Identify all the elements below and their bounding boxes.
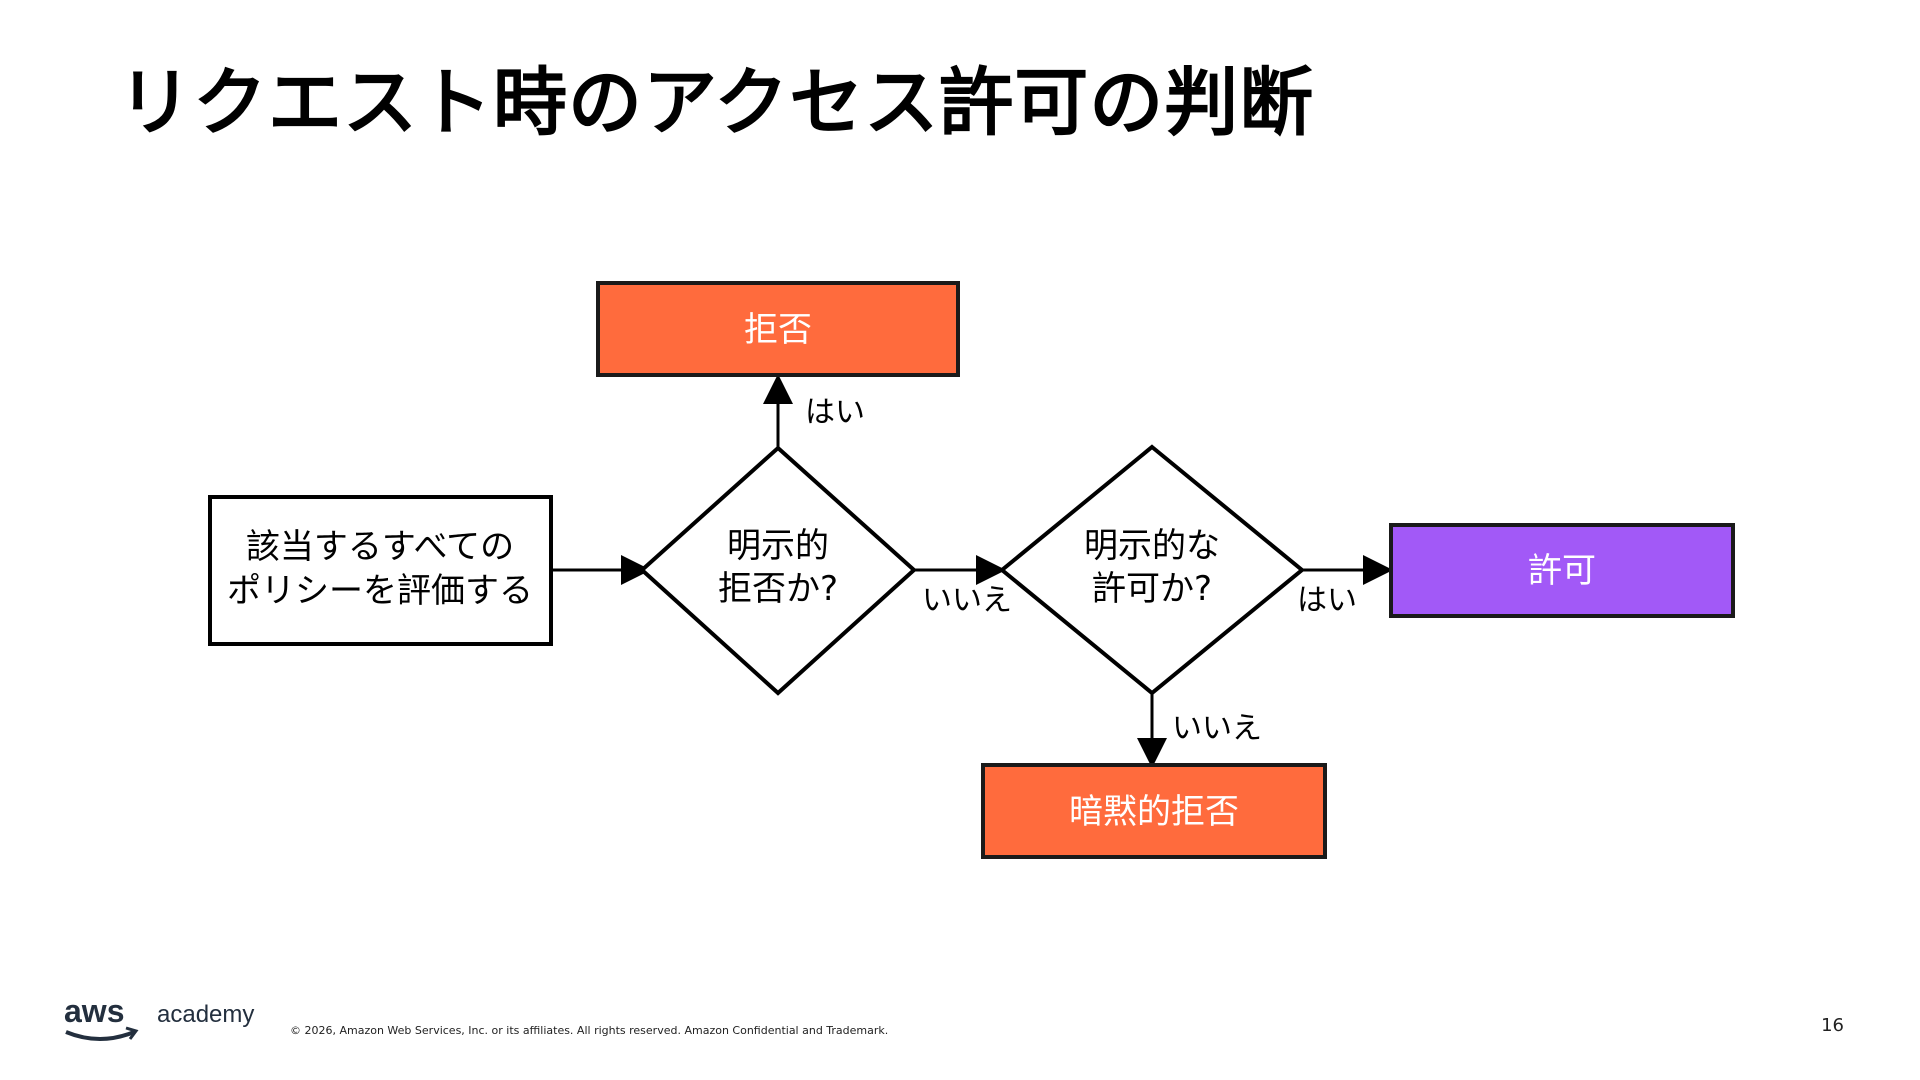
deny-box-label: 拒否 xyxy=(744,310,812,350)
edge-label-no-allow: いいえ xyxy=(1172,711,1262,746)
edge-label-no-deny: いいえ xyxy=(922,583,1012,618)
aws-smile-icon xyxy=(65,1030,135,1041)
decision-allow-line1: 明示的な xyxy=(1084,526,1220,566)
aws-academy-logo: aws academy xyxy=(64,993,254,1041)
allow-box xyxy=(1389,523,1735,618)
implicit-deny-box xyxy=(981,763,1327,859)
edge-label-yes-deny: はい xyxy=(805,395,865,430)
implicit-deny-label: 暗黙的拒否 xyxy=(1069,792,1239,832)
allow-box-label: 許可 xyxy=(1528,551,1596,591)
start-box-line2: ポリシーを評価する xyxy=(227,571,533,611)
aws-logo-text: aws xyxy=(64,993,124,1029)
aws-smile-arrow-icon xyxy=(125,1026,139,1040)
decision-deny-line1: 明示的 xyxy=(727,526,829,566)
start-box xyxy=(208,495,553,646)
deny-box xyxy=(596,281,960,377)
edge-label-yes-allow: はい xyxy=(1297,583,1357,618)
slide-title: リクエスト時のアクセス許可の判断 xyxy=(118,60,1315,146)
academy-logo-text: academy xyxy=(157,1001,254,1028)
decision-allow-line2: 許可か? xyxy=(1092,569,1212,609)
page-number: 16 xyxy=(1821,1015,1844,1036)
decision-explicit-deny xyxy=(639,445,917,696)
decision-deny-line2: 拒否か? xyxy=(718,569,838,609)
start-box-line1: 該当するすべての xyxy=(246,527,514,567)
copyright-text: © 2026, Amazon Web Services, Inc. or its… xyxy=(290,1024,889,1037)
